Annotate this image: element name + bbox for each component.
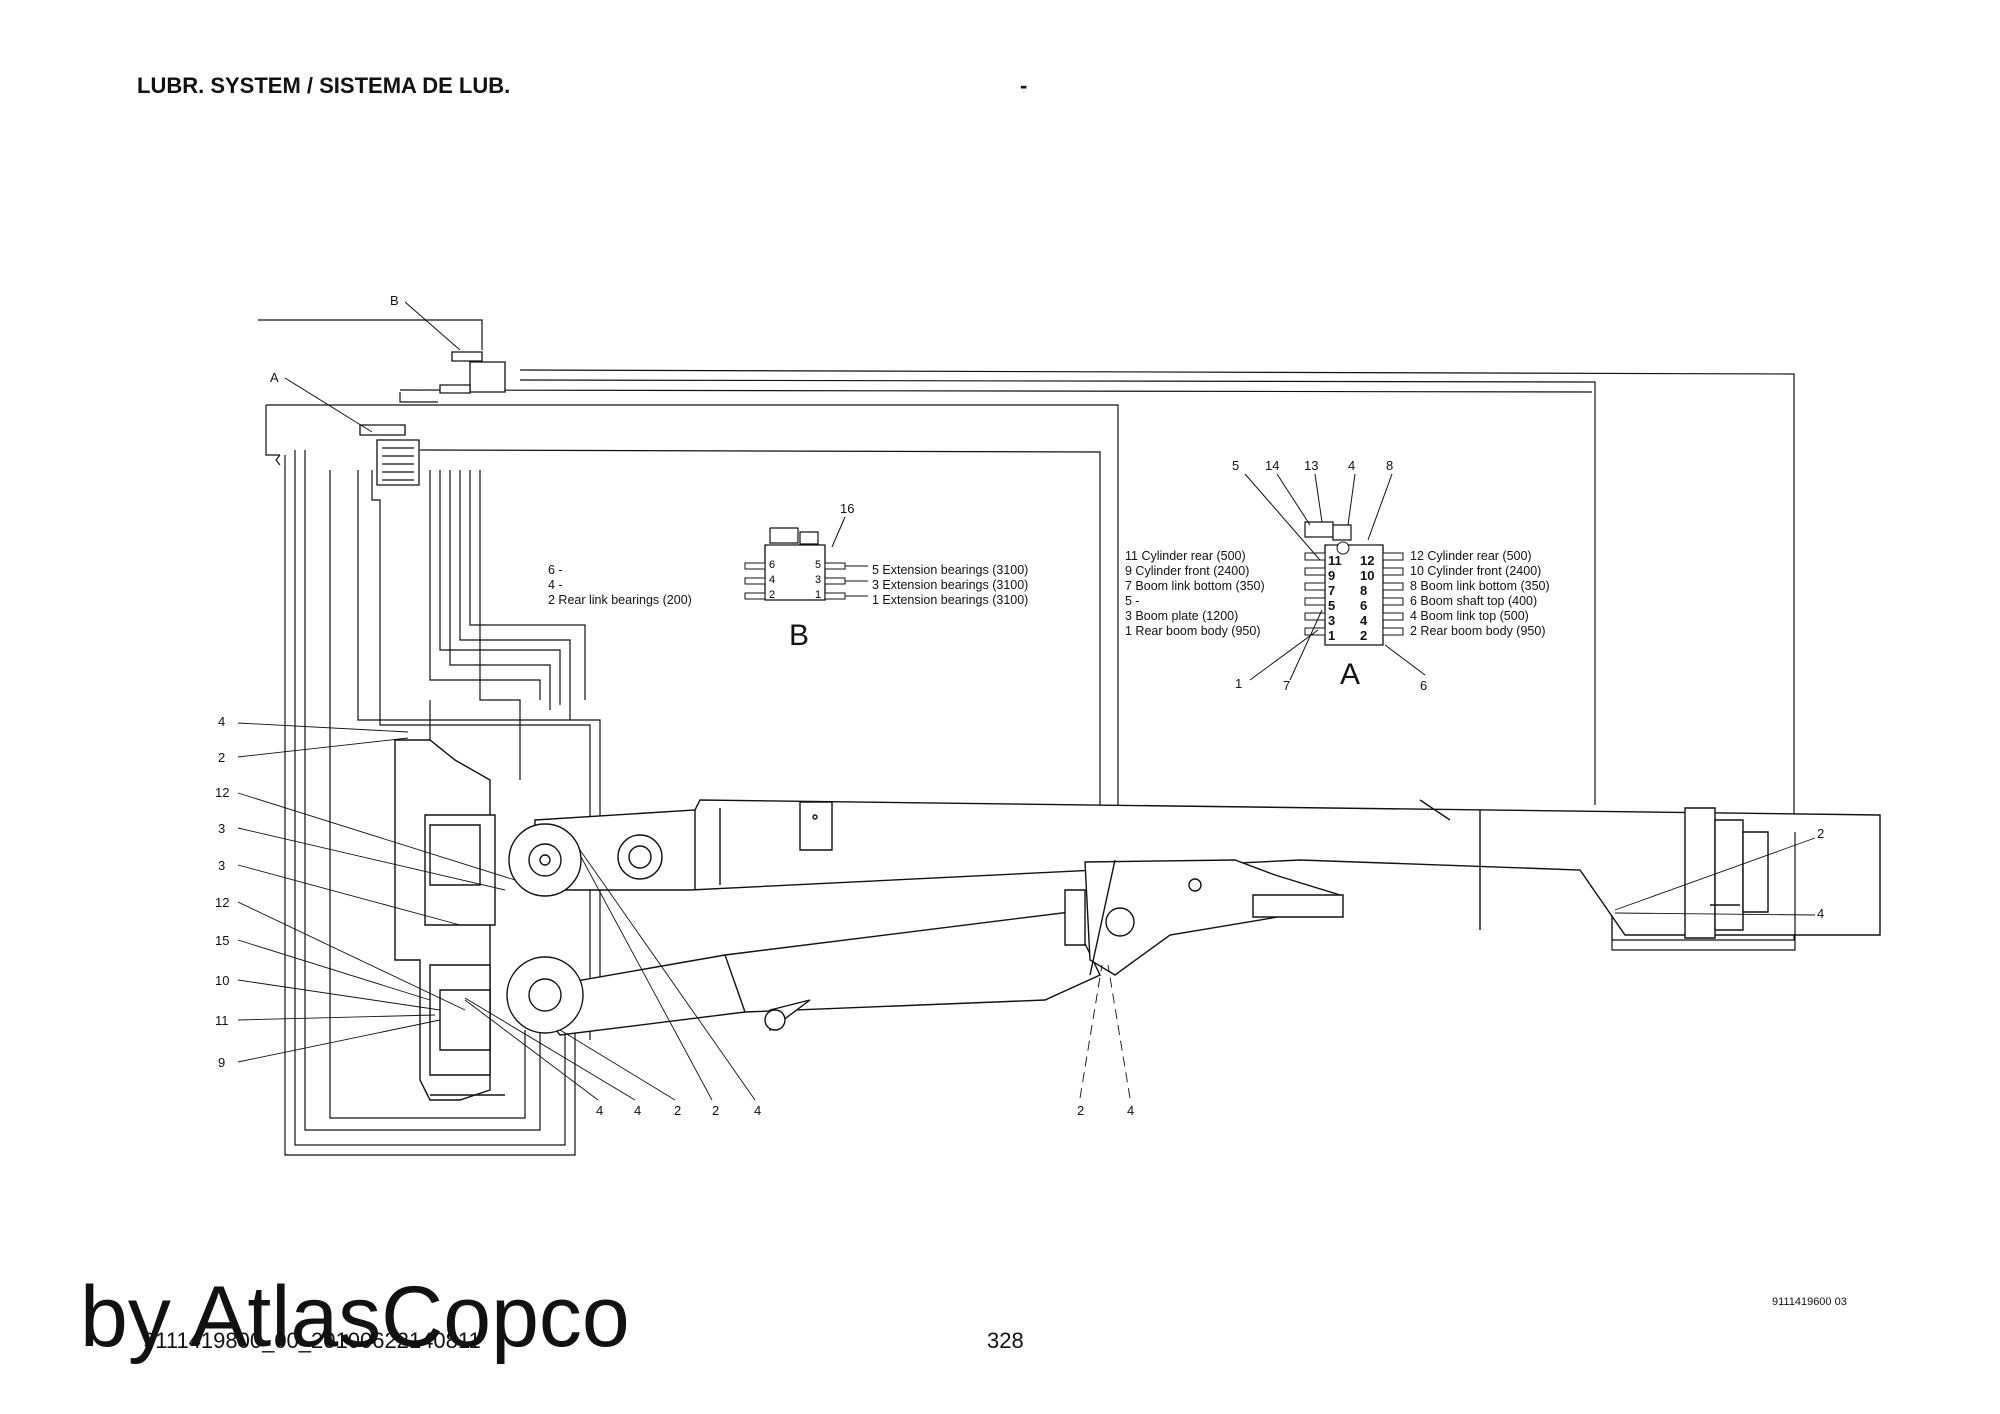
block-a-grease-nipple [1337,542,1349,554]
callout-left-8: 10 [215,973,229,988]
block-a-letter: A [1340,658,1360,691]
header-dash: - [1020,73,1028,98]
block-b-body [765,545,825,600]
block-a-callout-top-13: 13 [1304,458,1318,473]
callout-bottom-3: 2 [674,1103,681,1118]
callout-left-10: 9 [218,1055,225,1070]
block-a-right-legend-3: 8 Boom link bottom (350) [1410,579,1550,593]
block-b-ports [745,517,868,599]
block-a-port-1: 1 [1328,628,1335,643]
callout-left-2: 2 [218,750,225,765]
block-b-port-3: 3 [815,574,821,586]
callout-right-2: 4 [1817,906,1824,921]
block-a-left-legend-3: 7 Boom link bottom (350) [1125,579,1265,593]
block-b-detail: 6 4 2 5 3 1 16 B 6 - 4 - 2 Rear link bea… [548,501,1028,652]
callout-leaders [238,723,1815,1100]
block-b-port-2: 2 [769,589,775,601]
block-a-detail: 5 14 13 4 8 1 7 6 A 11 9 7 5 3 1 12 10 8… [1125,458,1550,693]
block-a-port-9: 9 [1328,568,1335,583]
block-a-ports [1305,553,1403,635]
callout-mid-2: 4 [1127,1103,1134,1118]
block-a-port-7: 7 [1328,583,1335,598]
block-b-port-1: 1 [815,589,821,601]
page-number: 328 [987,1328,1024,1353]
block-b-right-legend-1: 5 Extension bearings (3100) [872,563,1028,577]
block-a-port-8: 8 [1360,583,1367,598]
callout-left-5: 3 [218,858,225,873]
callout-bottom-1: 4 [596,1103,603,1118]
block-a-callout-bottom-6: 6 [1420,678,1427,693]
block-a-left-legend-4: 5 - [1125,594,1140,608]
block-b-port-5: 5 [815,559,821,571]
callout-mid-1: 2 [1077,1103,1084,1118]
block-a-port-2: 2 [1360,628,1367,643]
block-a-fitting [1333,525,1351,540]
callout-bottom-5: 4 [754,1103,761,1118]
block-b-fitting [800,532,818,544]
document-code: 9111419800_00_20100622140811 [143,1328,481,1353]
block-b-left-legend-2: 4 - [548,578,563,592]
block-b-port-4: 4 [769,574,775,586]
block-b-right-legend-3: 1 Extension bearings (3100) [872,593,1028,607]
block-b-left-legend-3: 2 Rear link bearings (200) [548,593,692,607]
callout-right-1: 2 [1817,826,1824,841]
block-b-right-legend-2: 3 Extension bearings (3100) [872,578,1028,592]
left-callouts: 4 2 12 3 3 12 15 10 11 9 [215,714,229,1070]
rear-frame [1612,832,1795,950]
drawing-number: 9111419600 03 [1772,1296,1847,1308]
overview-label-a: A [270,370,279,385]
watermark: by AtlasCopco [80,1269,630,1365]
callout-left-6: 12 [215,895,229,910]
bottom-callouts: 4 4 2 2 4 2 4 2 4 [596,826,1824,1118]
page-title: LUBR. SYSTEM / SISTEMA DE LUB. [137,73,511,98]
block-a-body [1325,545,1383,645]
block-a-leaders [1245,474,1425,680]
block-a-callout-top-8: 8 [1386,458,1393,473]
block-a-left-legend-6: 1 Rear boom body (950) [1125,624,1261,638]
block-b-callout-16: 16 [840,501,854,516]
block-a-port-numbers: 11 9 7 5 3 1 12 10 8 6 4 2 [1328,553,1374,643]
block-a-right-legend-4: 6 Boom shaft top (400) [1410,594,1537,608]
callout-left-7: 15 [215,933,229,948]
block-a-right-legend-1: 12 Cylinder rear (500) [1410,549,1532,563]
block-b-port-6: 6 [769,559,775,571]
block-b-cap [770,528,798,543]
block-a-right-legend-5: 4 Boom link top (500) [1410,609,1529,623]
block-a-callout-top-4: 4 [1348,458,1355,473]
callout-bottom-4: 2 [712,1103,719,1118]
block-a-port-10: 10 [1360,568,1374,583]
block-b-letter: B [789,619,809,652]
block-a-right-legend-2: 10 Cylinder front (2400) [1410,564,1541,578]
block-a-port-5: 5 [1328,598,1335,613]
boom-assembly [395,740,1880,1100]
block-a-callout-top-14: 14 [1265,458,1279,473]
block-a-callout-bottom-7: 7 [1283,678,1290,693]
block-a-left-legend-2: 9 Cylinder front (2400) [1125,564,1249,578]
callout-left-1: 4 [218,714,225,729]
overview-block-b [440,352,505,393]
block-a-port-3: 3 [1328,613,1335,628]
block-a-left-legend-5: 3 Boom plate (1200) [1125,609,1238,623]
block-a-port-4: 4 [1360,613,1368,628]
overview-block-a [360,425,419,485]
block-a-callout-bottom-1: 1 [1235,676,1242,691]
block-b-left-legend-1: 6 - [548,563,563,577]
callout-left-4: 3 [218,821,225,836]
callout-left-9: 11 [215,1013,229,1028]
block-a-port-11: 11 [1328,553,1342,568]
block-a-port-12: 12 [1360,553,1374,568]
overview-label-b: B [390,293,399,308]
overview-leaders [285,302,460,432]
callout-bottom-2: 4 [634,1103,641,1118]
callout-left-3: 12 [215,785,229,800]
block-a-callout-top-5: 5 [1232,458,1239,473]
block-a-port-6: 6 [1360,598,1367,613]
block-a-left-legend-1: 11 Cylinder rear (500) [1125,549,1246,563]
block-a-right-legend-6: 2 Rear boom body (950) [1410,624,1546,638]
